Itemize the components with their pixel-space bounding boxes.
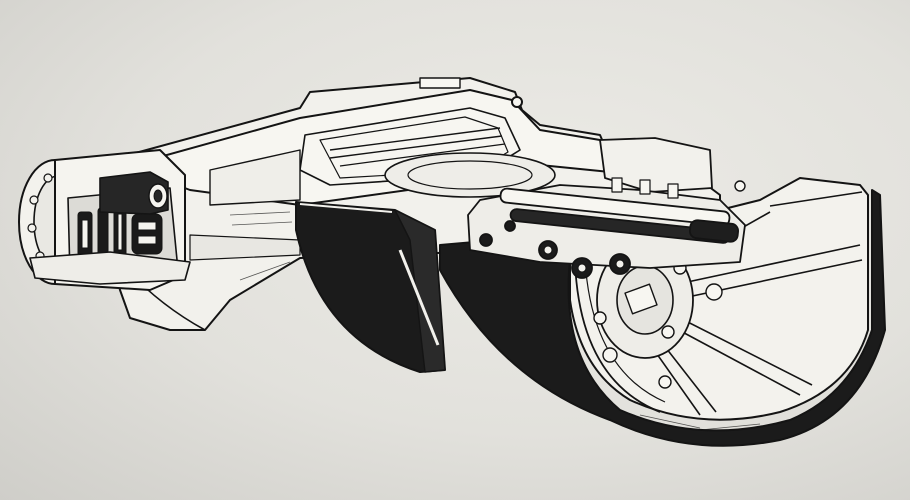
suspension-arm-housing	[109, 77, 721, 331]
road-wheel-inner	[295, 201, 446, 373]
hub-motor-assembly	[18, 149, 191, 291]
hatch-lines	[229, 211, 761, 431]
torsion-bar-mechanism	[467, 137, 746, 279]
